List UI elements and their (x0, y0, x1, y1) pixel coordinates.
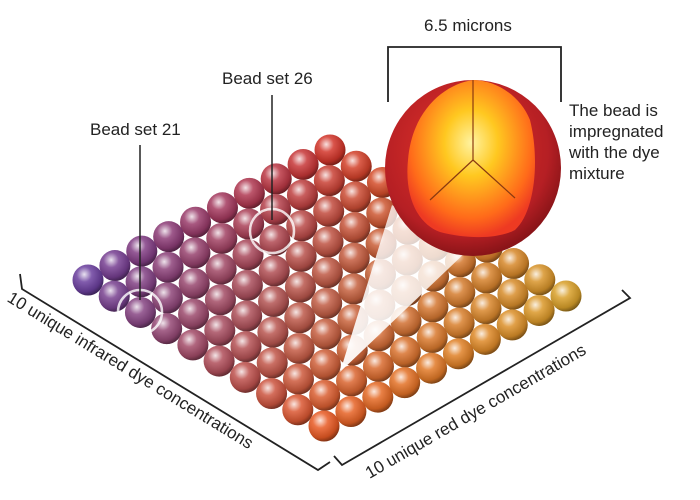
bead-description: The bead is impregnated with the dye mix… (569, 101, 664, 183)
bead (336, 365, 368, 397)
bead (389, 336, 421, 368)
bead (233, 177, 265, 209)
bead (260, 163, 292, 195)
bead (308, 410, 340, 442)
bead (338, 273, 370, 305)
bead (232, 239, 264, 271)
bead (204, 314, 236, 346)
infrared-axis-line (19, 273, 331, 472)
bead (203, 345, 235, 377)
bead (257, 316, 289, 348)
bead (258, 255, 290, 287)
bead (523, 294, 555, 326)
bead (313, 195, 345, 227)
bead (416, 322, 448, 354)
bead (231, 269, 263, 301)
bead (231, 300, 263, 332)
bead (362, 350, 394, 382)
bead-set-26-label: Bead set 26 (222, 69, 313, 88)
bead (338, 242, 370, 274)
bead (178, 298, 210, 330)
bead (126, 235, 158, 267)
bead (282, 363, 314, 395)
size-bracket (387, 46, 562, 102)
bead (284, 302, 316, 334)
bead (444, 276, 476, 308)
red-axis-line (333, 289, 632, 467)
bead (72, 264, 104, 296)
bead (310, 318, 342, 350)
bead (309, 379, 341, 411)
bead (153, 221, 185, 253)
bead (335, 396, 367, 428)
bead (256, 378, 288, 410)
enlarged-bead (385, 80, 561, 256)
bead (469, 323, 501, 355)
bead (550, 280, 582, 312)
bead (417, 291, 449, 323)
bead (309, 349, 341, 381)
bead (311, 257, 343, 289)
bead (180, 206, 212, 238)
bead (313, 165, 345, 197)
bead (339, 212, 371, 244)
bead (178, 268, 210, 300)
bead-set-21-label: Bead set 21 (90, 120, 181, 139)
bead (206, 192, 238, 224)
bead (99, 250, 131, 282)
bead (314, 134, 346, 166)
bead (340, 150, 372, 182)
bead (259, 224, 291, 256)
bead (471, 262, 503, 294)
bead (151, 282, 183, 314)
bead (204, 284, 236, 316)
bead (229, 361, 261, 393)
bead (442, 338, 474, 370)
bead (362, 381, 394, 413)
bead (283, 332, 315, 364)
bead (340, 181, 372, 213)
bead (282, 394, 314, 426)
bead (256, 347, 288, 379)
bead (312, 226, 344, 258)
bead (497, 278, 529, 310)
bead (470, 293, 502, 325)
size-label: 6.5 microns (424, 16, 512, 35)
bead (311, 287, 343, 319)
bead (230, 331, 262, 363)
bead (286, 210, 318, 242)
bead (524, 264, 556, 296)
bead (124, 296, 156, 328)
bead (205, 253, 237, 285)
bead (284, 271, 316, 303)
bead (206, 222, 238, 254)
bead (125, 266, 157, 298)
bead (389, 367, 421, 399)
bead (286, 179, 318, 211)
bead (152, 251, 184, 283)
bead (258, 286, 290, 318)
bead (179, 237, 211, 269)
bead (285, 240, 317, 272)
bead (443, 307, 475, 339)
bead (416, 352, 448, 384)
bead (287, 148, 319, 180)
bead (98, 280, 130, 312)
bead (496, 309, 528, 341)
bead (177, 329, 209, 361)
bead (498, 248, 530, 280)
